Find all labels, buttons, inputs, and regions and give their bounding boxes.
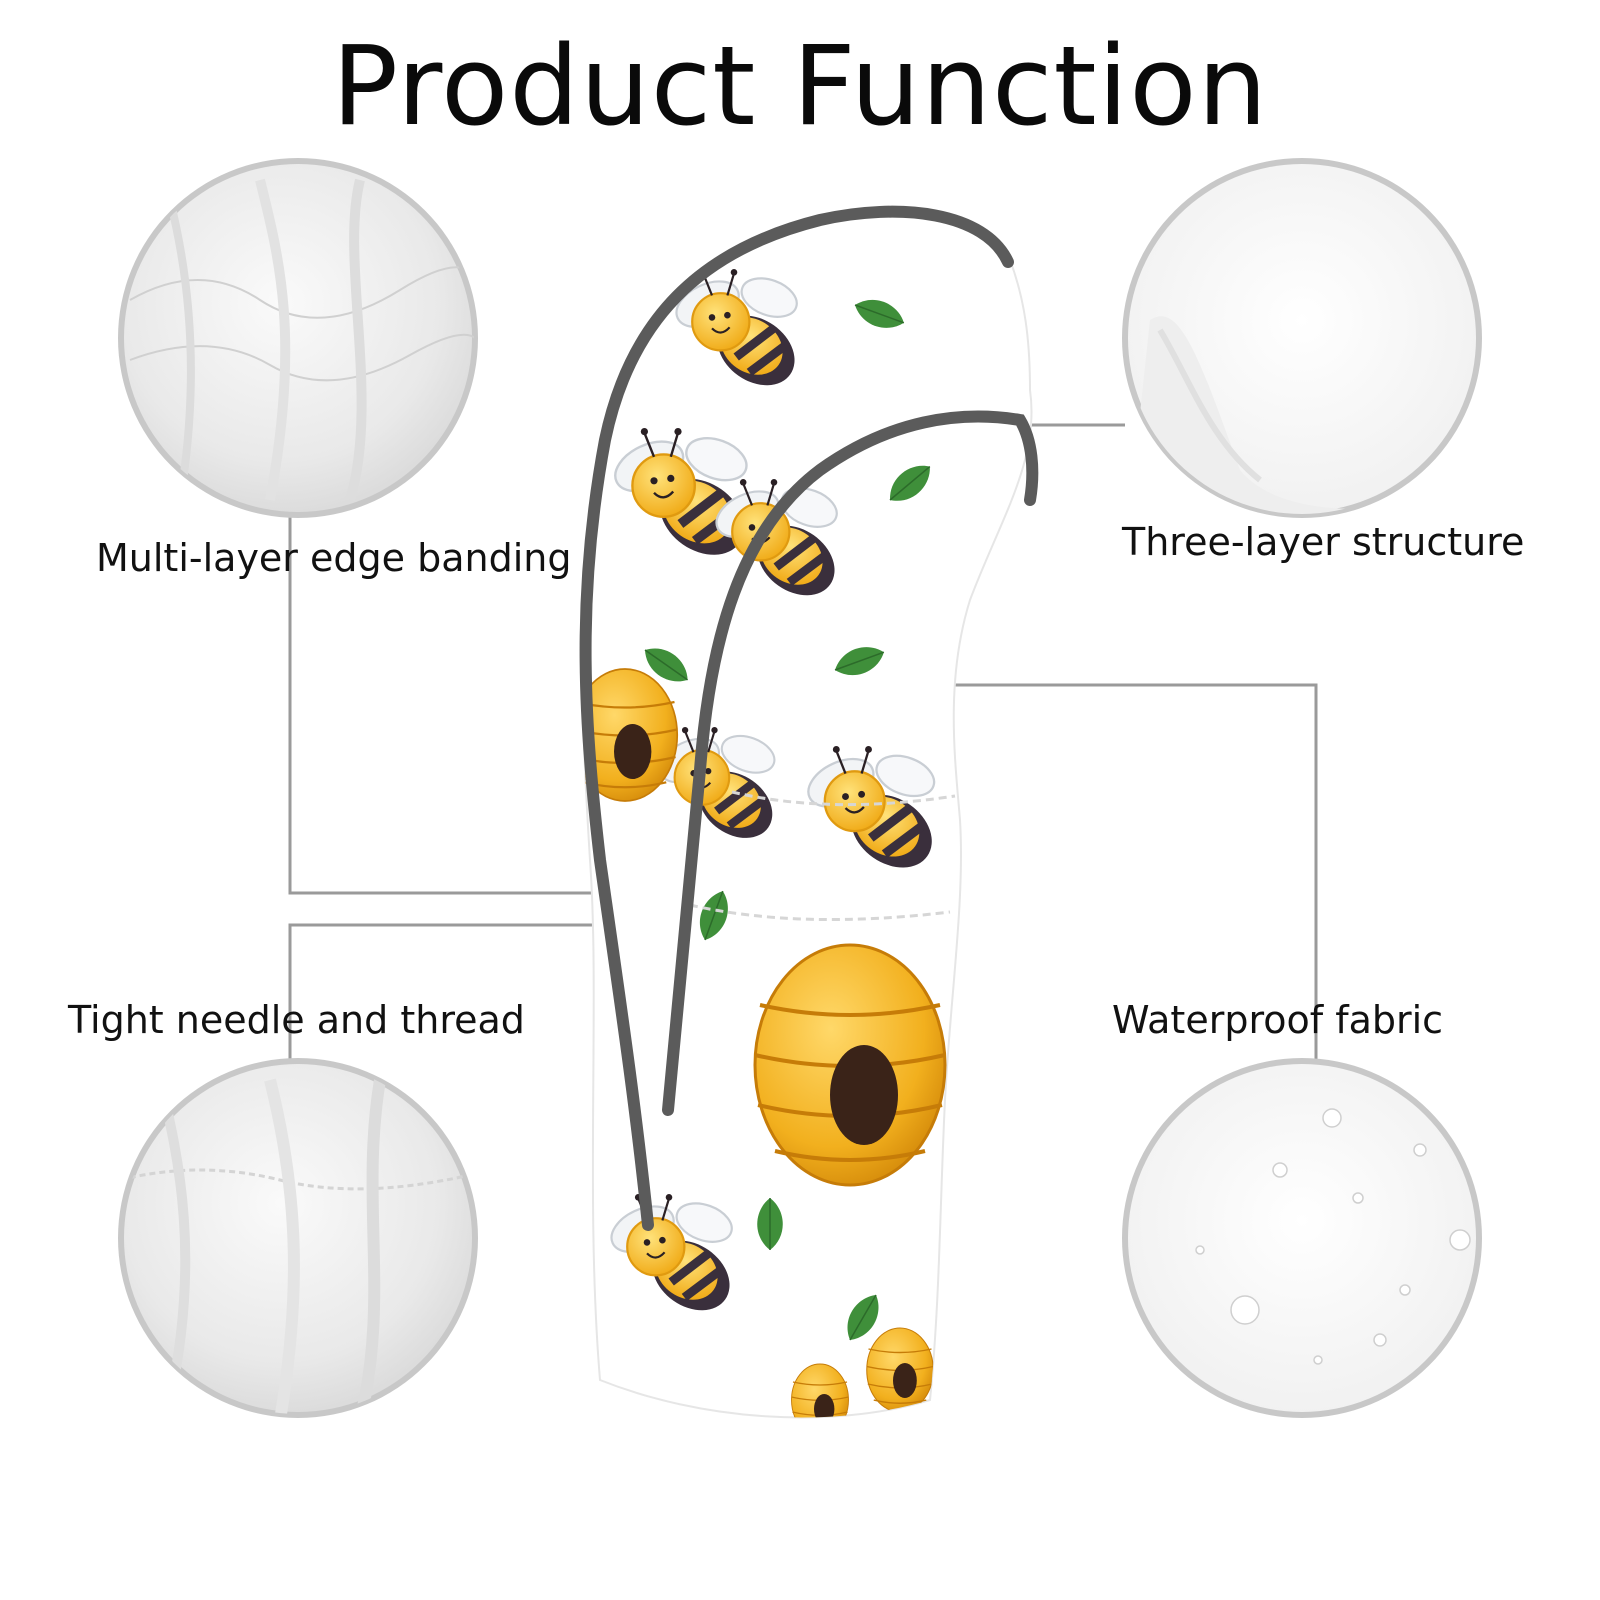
headcover-product [579, 205, 1039, 1419]
inner-edge-trim [662, 410, 1039, 1116]
connector-edge-banding [288, 516, 612, 895]
water-droplets [1195, 1108, 1471, 1365]
page-title: Product Function [331, 22, 1269, 150]
detail-circle-needle-thread [118, 1058, 478, 1418]
detail-circle-three-layer [1122, 158, 1482, 518]
feature-label-needle-thread: Tight needle and thread [68, 998, 525, 1042]
connector-lines [288, 423, 1318, 1070]
connector-needle-thread [288, 923, 612, 1060]
feature-label-edge-banding: Multi-layer edge banding [96, 536, 572, 580]
feature-label-waterproof: Waterproof fabric [1112, 998, 1444, 1042]
detail-circle-edge-banding [118, 158, 478, 518]
stitch-line [689, 903, 951, 922]
connector-waterproof [918, 683, 1318, 1070]
stitch-line [731, 790, 956, 807]
detail-circle-waterproof [1122, 1058, 1482, 1418]
feature-label-three-layer: Three-layer structure [1122, 520, 1525, 564]
outer-edge-trim [579, 205, 1014, 1231]
